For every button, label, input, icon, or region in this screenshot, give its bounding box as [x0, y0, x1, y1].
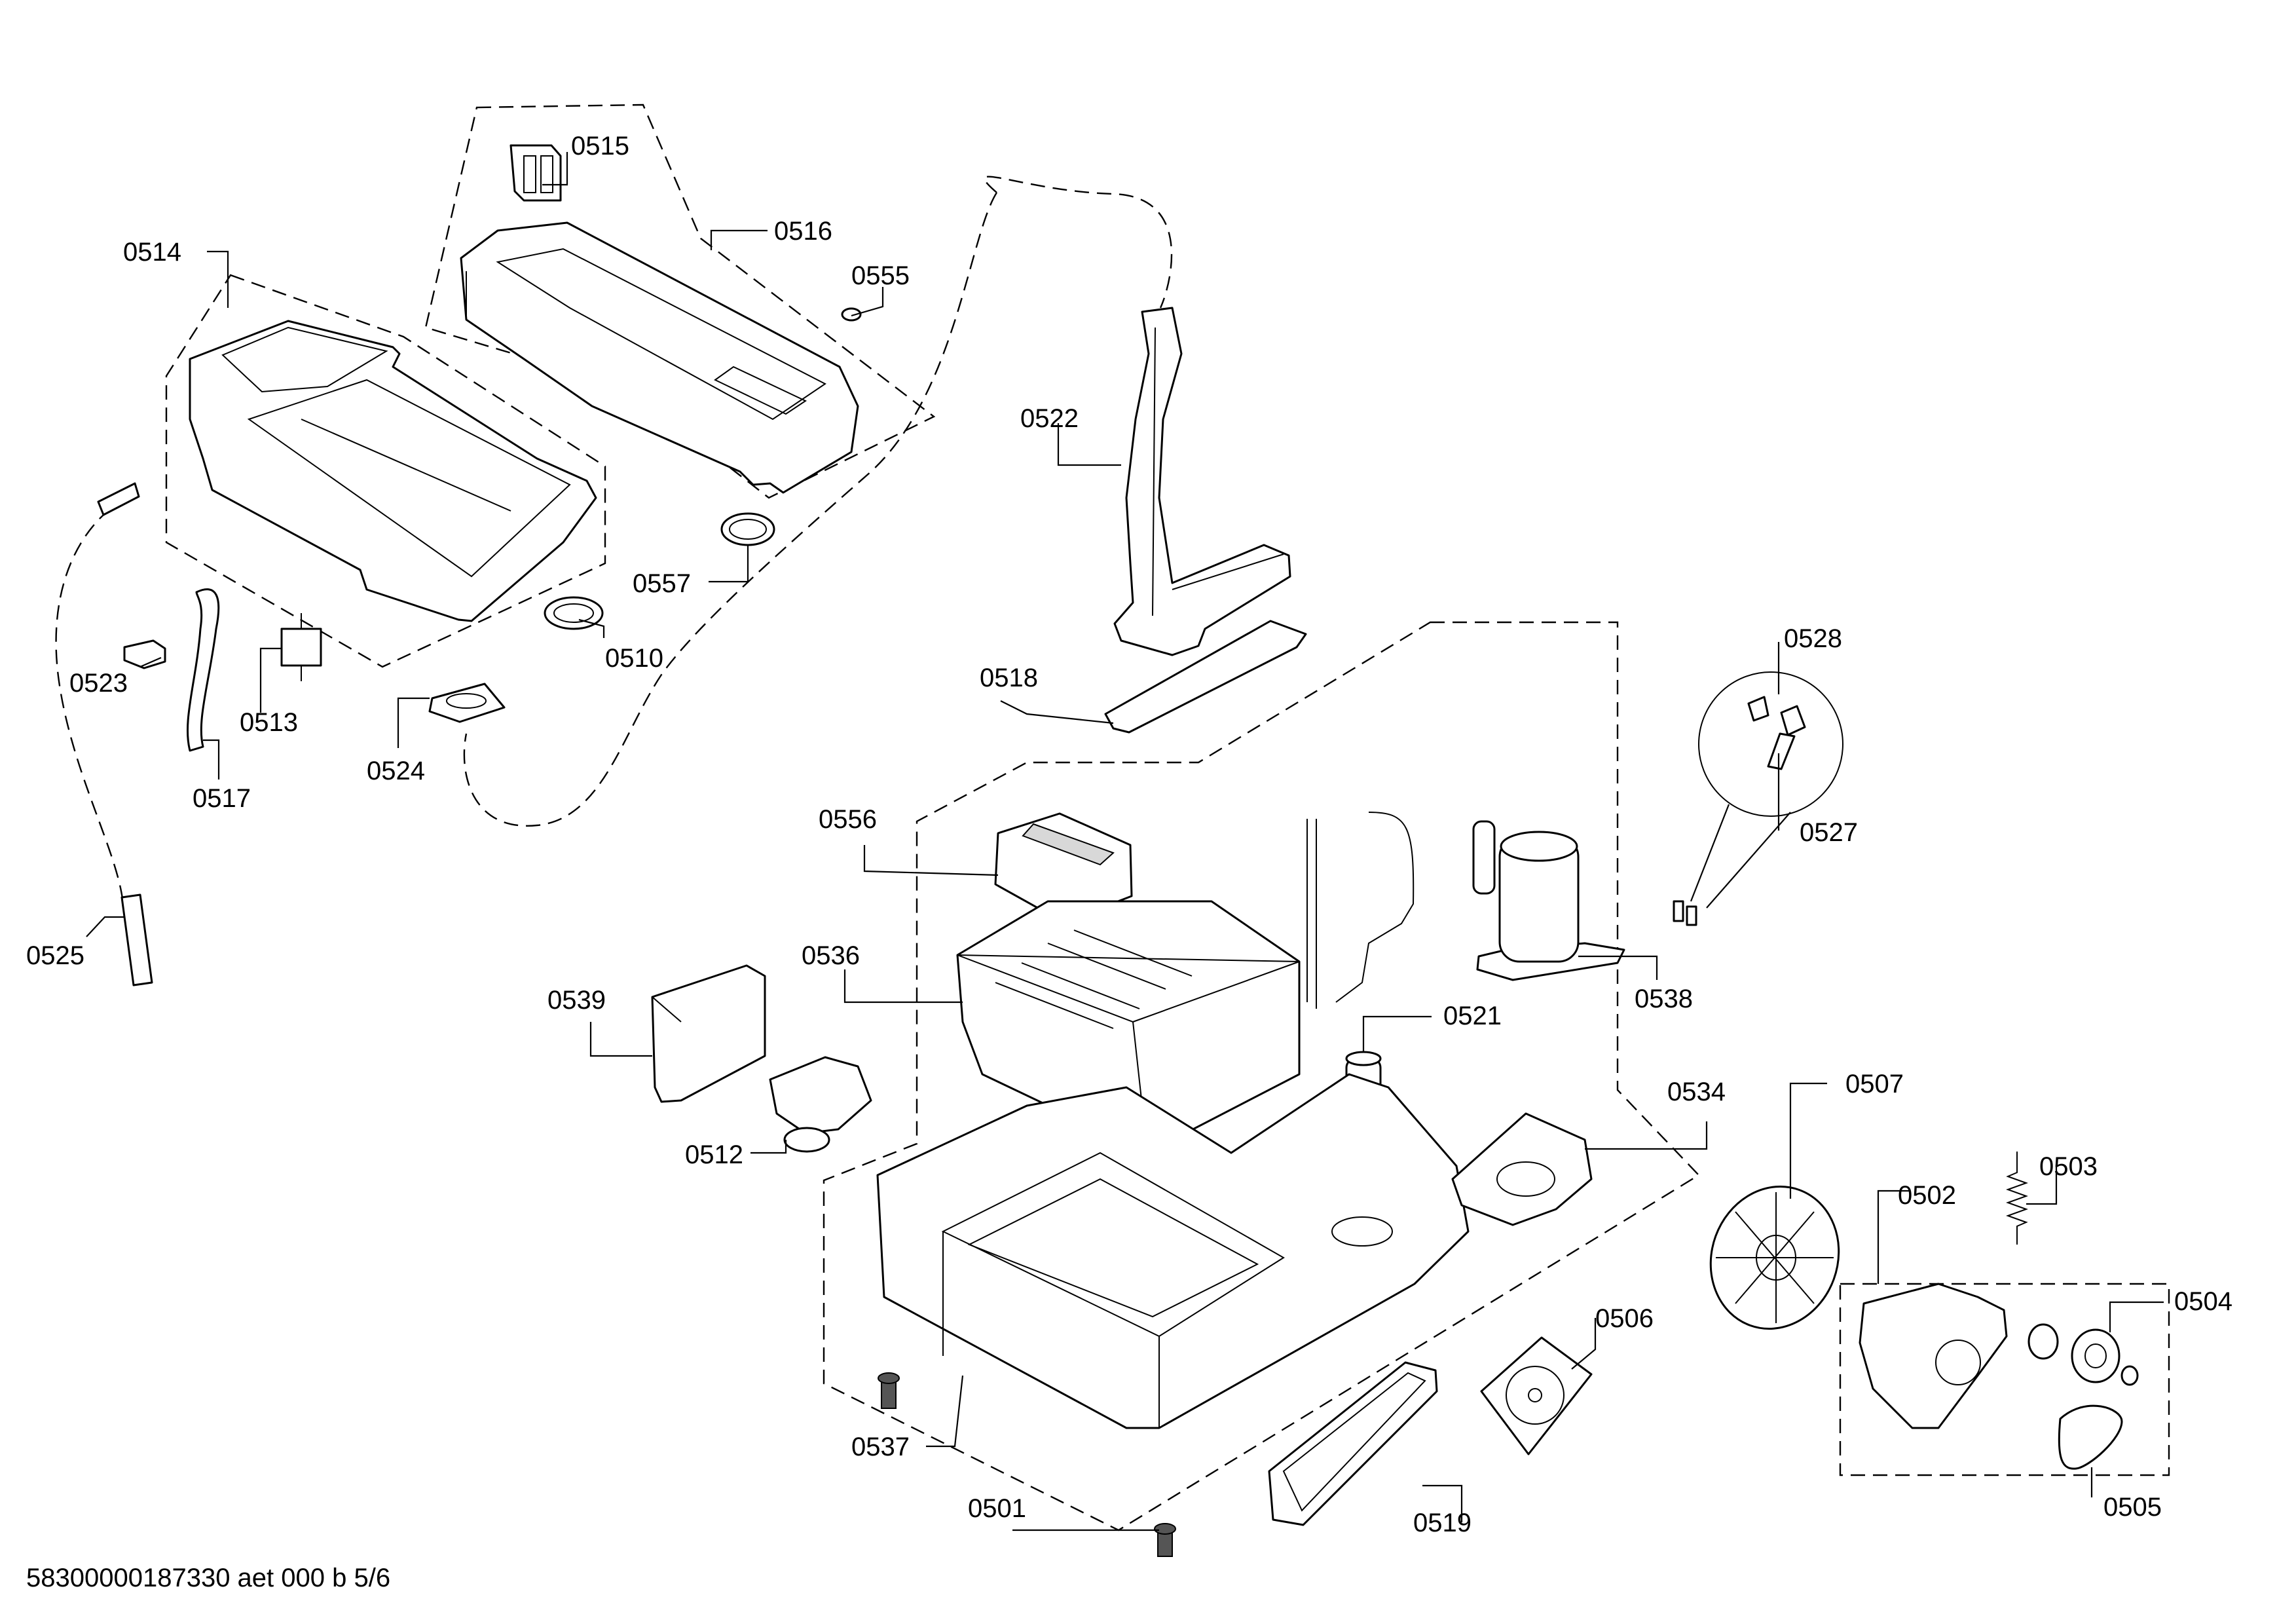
- part-0539-illustration: [651, 964, 766, 1103]
- label-0502: 0502: [1898, 1181, 1956, 1210]
- part-0516-illustration: [460, 221, 859, 494]
- part-0517-illustration: [186, 588, 220, 752]
- label-0513: 0513: [240, 708, 298, 737]
- part-0527-illustration: [1767, 705, 1806, 770]
- part-0524-illustration: [428, 683, 506, 723]
- label-0524: 0524: [367, 757, 425, 785]
- label-0515: 0515: [571, 132, 629, 160]
- part-0504-illustration: [2028, 1323, 2139, 1386]
- label-0534: 0534: [1667, 1078, 1726, 1106]
- label-0527: 0527: [1800, 818, 1858, 847]
- part-0528-illustration: [1747, 696, 1769, 722]
- parts: [97, 144, 2139, 1557]
- part-0514-illustration: [189, 320, 597, 622]
- part-0537-illustration: [878, 1372, 900, 1409]
- part-0512-illustration: [769, 1056, 872, 1153]
- leader-lines: [86, 152, 2164, 1531]
- part-0536-illustration: [956, 900, 1301, 1154]
- drawing-code: 58300000187330 aet 000 b 5/6: [26, 1564, 390, 1592]
- label-0557: 0557: [633, 569, 691, 598]
- label-0522: 0522: [1020, 404, 1079, 433]
- label-0517: 0517: [193, 784, 251, 813]
- label-0556: 0556: [819, 805, 877, 834]
- part-0502-illustration: [1859, 1283, 2008, 1429]
- label-0504: 0504: [2174, 1287, 2232, 1316]
- part-0515-illustration: [509, 144, 562, 202]
- part-0518-illustration: [1104, 620, 1307, 734]
- label-0503: 0503: [2039, 1152, 2098, 1181]
- part-0534-illustration: [1451, 1112, 1593, 1226]
- label-0514: 0514: [123, 238, 181, 267]
- sensor-lead-illustration: [1673, 900, 1697, 926]
- label-0519: 0519: [1413, 1509, 1472, 1537]
- base-illustration: [876, 1073, 1470, 1429]
- part-0503-illustration: [2006, 1152, 2028, 1245]
- part-0507-illustration: [1709, 1186, 1840, 1330]
- label-0523: 0523: [69, 669, 128, 698]
- part-0525-illustration-top: [97, 482, 140, 516]
- part-0557-illustration: [720, 512, 775, 546]
- group-outlines: [55, 103, 2170, 1531]
- part-0513-illustration: [280, 613, 322, 681]
- part-0525-illustration-bottom: [120, 893, 153, 986]
- label-0538: 0538: [1635, 985, 1693, 1013]
- label-0512: 0512: [685, 1140, 743, 1169]
- label-0501: 0501: [968, 1494, 1026, 1523]
- label-0506: 0506: [1595, 1304, 1654, 1333]
- part-0538-illustration: [1472, 820, 1625, 981]
- label-0518: 0518: [980, 664, 1038, 692]
- label-0555: 0555: [851, 261, 910, 290]
- label-0528: 0528: [1784, 624, 1842, 653]
- label-0507: 0507: [1845, 1070, 1904, 1098]
- label-0521: 0521: [1443, 1002, 1502, 1030]
- label-0539: 0539: [547, 986, 606, 1015]
- part-labels: 0515 0516 0555 0514 0557 0510 0522 0518 …: [26, 132, 2232, 1537]
- label-0525: 0525: [26, 941, 84, 970]
- part-0523-illustration: [123, 639, 166, 669]
- part-0506-illustration: [1480, 1336, 1593, 1455]
- part-0519-illustration: [1268, 1361, 1438, 1526]
- label-0510: 0510: [605, 644, 663, 673]
- part-0522-illustration: [1113, 307, 1291, 656]
- label-0536: 0536: [802, 941, 860, 970]
- part-0501-illustration: [1154, 1523, 1176, 1557]
- part-0556-illustration: [994, 812, 1133, 924]
- part-0555-illustration: [841, 307, 862, 322]
- label-0537: 0537: [851, 1433, 910, 1461]
- part-0505-illustration: [2058, 1404, 2123, 1470]
- part-0510-illustration: [544, 596, 604, 630]
- label-0516: 0516: [774, 217, 832, 246]
- label-0505: 0505: [2103, 1493, 2162, 1522]
- refrigerant-pipes-illustration: [1306, 812, 1415, 1009]
